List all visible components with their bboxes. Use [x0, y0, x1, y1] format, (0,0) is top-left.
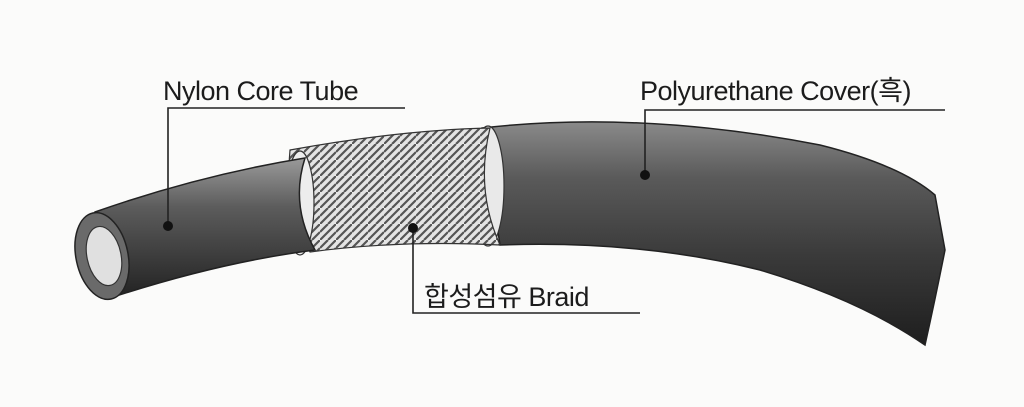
- label-nylon-core-tube: Nylon Core Tube: [163, 76, 358, 106]
- polyurethane-cover: [481, 121, 946, 347]
- core-leader: [163, 107, 405, 231]
- label-polyurethane-cover: Polyurethane Cover(흑): [640, 76, 911, 106]
- cover-leader: [640, 109, 945, 180]
- nylon-core-tube: [94, 157, 317, 299]
- label-braid: 합성섬유 Braid: [424, 282, 589, 312]
- braid-leader: [408, 223, 640, 314]
- braid-layer: [288, 127, 501, 253]
